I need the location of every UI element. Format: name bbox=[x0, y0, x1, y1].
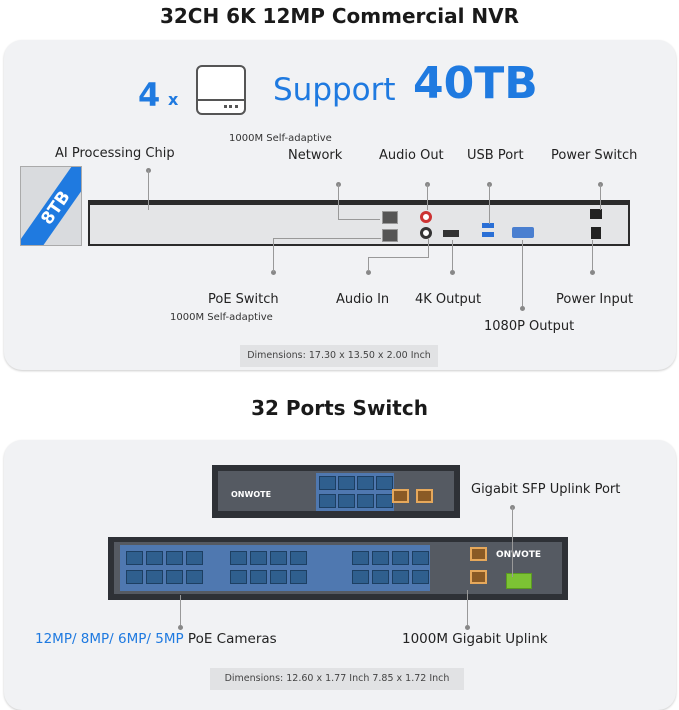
label-network-sub: 1000M Self-adaptive bbox=[229, 133, 332, 144]
poe-port bbox=[376, 476, 393, 490]
poe-port bbox=[290, 570, 307, 584]
poe-port bbox=[230, 570, 247, 584]
vga-port bbox=[512, 227, 534, 238]
support-label: Support bbox=[273, 72, 396, 108]
poe-port bbox=[186, 551, 203, 565]
small-switch: ONWOTE bbox=[212, 465, 460, 518]
nvr-dimensions: Dimensions: 17.30 x 13.50 x 2.00 Inch bbox=[240, 345, 438, 367]
poe-port bbox=[382, 229, 398, 242]
poe-port bbox=[352, 551, 369, 565]
label-network: Network bbox=[288, 148, 343, 163]
poe-port bbox=[357, 494, 374, 508]
poe-port bbox=[392, 551, 409, 565]
poe-port bbox=[376, 494, 393, 508]
label-power-switch: Power Switch bbox=[551, 148, 638, 163]
hdd-capacity-label: 8TB bbox=[21, 167, 81, 245]
poe-port bbox=[230, 551, 247, 565]
label-gigabit-uplink: 1000M Gigabit Uplink bbox=[402, 631, 548, 647]
network-port bbox=[382, 211, 398, 224]
poe-port bbox=[319, 476, 336, 490]
poe-port bbox=[412, 551, 429, 565]
poe-port bbox=[352, 570, 369, 584]
hard-drive-icon bbox=[196, 65, 246, 115]
label-audio-out: Audio Out bbox=[379, 148, 444, 163]
label-sfp-uplink: Gigabit SFP Uplink Port bbox=[471, 482, 621, 497]
poe-port bbox=[250, 570, 267, 584]
label-poe-cameras: 12MP/ 8MP/ 6MP/ 5MP PoE Cameras bbox=[35, 631, 277, 647]
drive-count: 4 bbox=[138, 76, 161, 114]
label-audio-in: Audio In bbox=[336, 292, 390, 307]
poe-port bbox=[270, 551, 287, 565]
usb-port-2 bbox=[482, 232, 494, 237]
power-input-jack bbox=[591, 227, 601, 239]
poe-port bbox=[146, 551, 163, 565]
uplink-port bbox=[470, 547, 487, 561]
switch-dimensions: Dimensions: 12.60 x 1.77 Inch 7.85 x 1.7… bbox=[210, 668, 464, 690]
uplink-port bbox=[470, 570, 487, 584]
sfp-port bbox=[506, 573, 532, 589]
label-ai-chip: AI Processing Chip bbox=[55, 146, 175, 161]
label-power-input: Power Input bbox=[556, 292, 634, 307]
label-1080p-output: 1080P Output bbox=[484, 319, 575, 334]
poe-port bbox=[270, 570, 287, 584]
hdmi-port bbox=[443, 230, 459, 237]
poe-port bbox=[186, 570, 203, 584]
switch-title: 32 Ports Switch bbox=[251, 396, 428, 420]
poe-port bbox=[166, 570, 183, 584]
poe-port bbox=[357, 476, 374, 490]
poe-port bbox=[166, 551, 183, 565]
poe-port bbox=[146, 570, 163, 584]
power-switch bbox=[590, 209, 602, 219]
audio-out-jack bbox=[420, 211, 432, 223]
hdd-image: 8TB bbox=[20, 166, 82, 246]
small-switch-port-block bbox=[316, 473, 394, 511]
large-switch-brand: ONWOTE bbox=[496, 550, 542, 560]
capacity-value: 40TB bbox=[413, 58, 538, 109]
large-switch-port-block bbox=[120, 545, 430, 591]
label-poe-switch: PoE Switch bbox=[208, 292, 279, 307]
uplink-port bbox=[416, 489, 433, 503]
poe-port bbox=[126, 570, 143, 584]
small-switch-brand: ONWOTE bbox=[231, 490, 272, 499]
audio-in-jack bbox=[420, 227, 432, 239]
poe-port bbox=[392, 570, 409, 584]
label-4k-output: 4K Output bbox=[415, 292, 482, 307]
drive-multiplier: x bbox=[168, 90, 179, 109]
poe-port bbox=[338, 494, 355, 508]
nvr-rear-panel bbox=[88, 200, 630, 246]
poe-port bbox=[372, 570, 389, 584]
poe-port bbox=[290, 551, 307, 565]
label-usb-port: USB Port bbox=[467, 148, 524, 163]
uplink-port bbox=[392, 489, 409, 503]
large-switch: ONWOTE bbox=[108, 537, 568, 600]
poe-port bbox=[250, 551, 267, 565]
poe-port bbox=[126, 551, 143, 565]
nvr-title: 32CH 6K 12MP Commercial NVR bbox=[159, 4, 520, 28]
poe-port bbox=[412, 570, 429, 584]
usb-port-1 bbox=[482, 223, 494, 228]
poe-port bbox=[372, 551, 389, 565]
poe-port bbox=[338, 476, 355, 490]
poe-cameras-text: PoE Cameras bbox=[187, 631, 277, 647]
poe-port bbox=[319, 494, 336, 508]
camera-resolutions: 12MP/ 8MP/ 6MP/ 5MP bbox=[35, 631, 184, 647]
label-poe-switch-sub: 1000M Self-adaptive bbox=[170, 312, 273, 323]
